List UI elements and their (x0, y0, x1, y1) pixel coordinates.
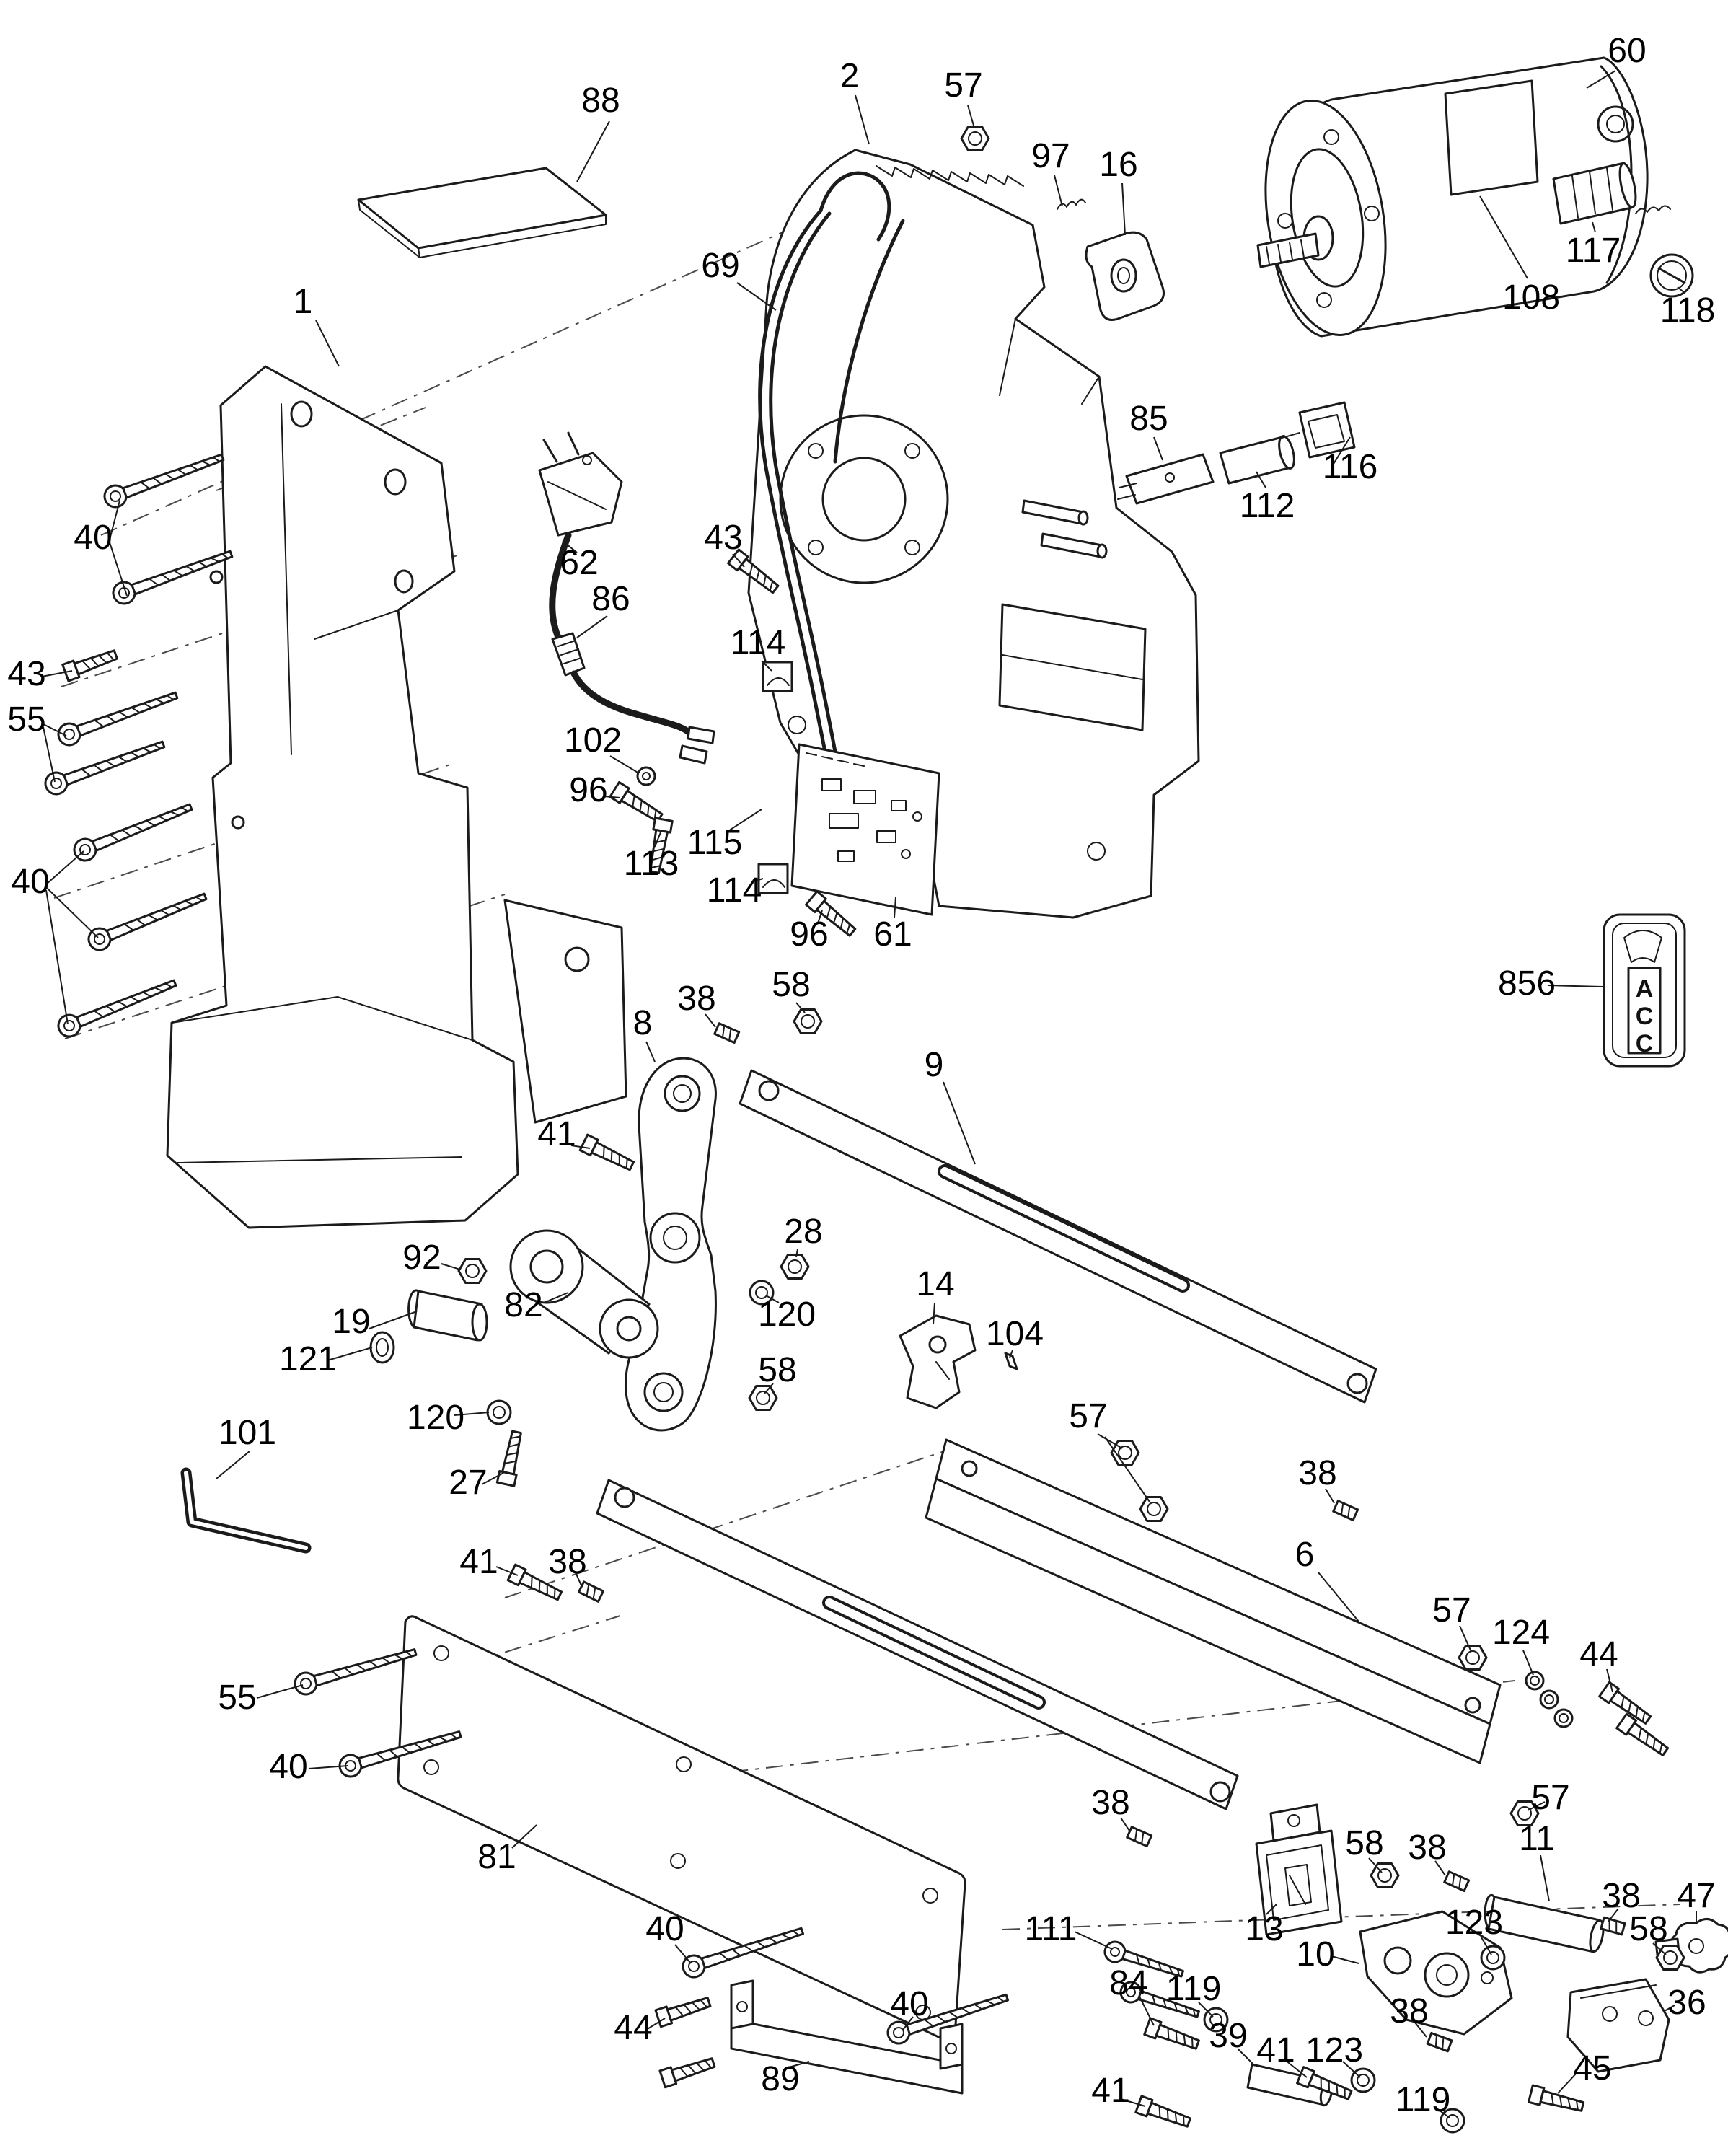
acc-letter: C (1636, 1030, 1654, 1057)
upper-arm-housing (747, 149, 1200, 919)
tension-rocker (1359, 1910, 1513, 2036)
hex-wrench (180, 1467, 312, 1554)
front-cover-plate (397, 1615, 966, 2042)
accessory-badge: A C C (1603, 913, 1686, 1068)
retaining-ring (369, 1331, 395, 1364)
upper-rocker-arm (739, 1069, 1377, 1404)
leader-lines (41, 70, 1697, 2118)
brush-assembly (1552, 162, 1694, 298)
cover-plate (357, 167, 607, 258)
retainer-bracket (730, 1979, 964, 2095)
motor-assembly (1256, 56, 1649, 338)
motor-mount-block (1057, 198, 1165, 321)
power-cord (538, 431, 715, 765)
pivot-pin (1484, 1893, 1605, 1953)
acc-letter: C (1636, 1003, 1654, 1030)
switch-and-capacitor (1117, 401, 1356, 505)
blade-holder-block (1255, 1803, 1343, 1936)
main-frame-casting (166, 365, 627, 1229)
acc-letter: A (1636, 975, 1654, 1003)
pivot-link (624, 1057, 717, 1432)
side-channel-bracket (925, 1438, 1502, 1764)
lower-rocker-arm (596, 1479, 1239, 1810)
circuit-board (790, 743, 940, 916)
guard-bracket (1566, 1978, 1670, 2073)
crank-pin (407, 1289, 488, 1342)
blade-clamp-bracket (899, 1314, 1018, 1409)
counterweight-crank (509, 1229, 659, 1359)
